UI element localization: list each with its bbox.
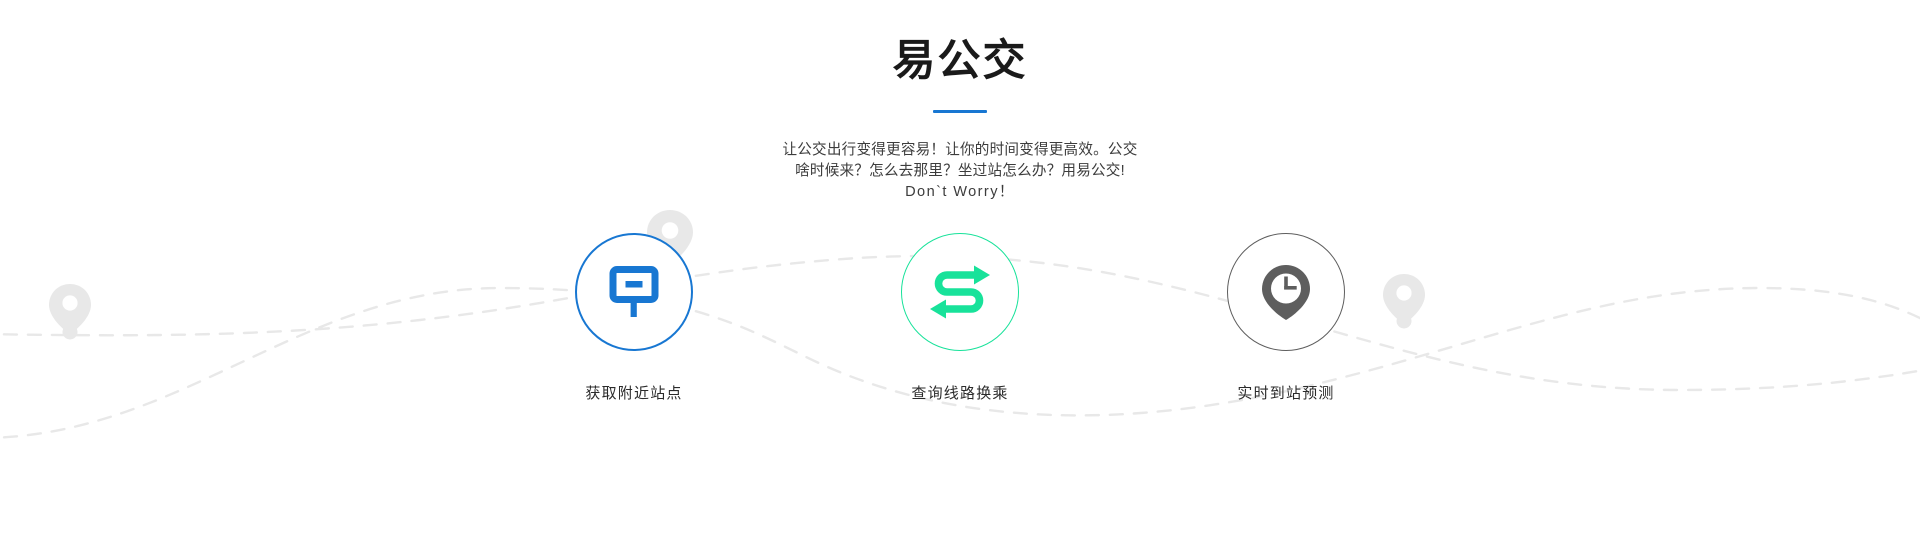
title-divider-wrap xyxy=(0,100,1920,118)
feature-list: 获取附近站点 查询线路换乘 xyxy=(0,233,1920,404)
hero-description-line-1: 让公交出行变得更容易！让你的时间变得更高效。公交 xyxy=(782,142,1138,159)
page-title: 易公交 xyxy=(892,37,1028,85)
feature-icon-ring xyxy=(575,233,693,352)
bus-stop-sign-icon xyxy=(609,266,659,318)
title-divider xyxy=(933,110,987,114)
hero-description: 让公交出行变得更容易！让你的时间变得更高效。公交 啥时候来？怎么去那里？坐过站怎… xyxy=(750,140,1170,203)
map-pin-clock-icon xyxy=(1262,265,1310,321)
feature-item-nearby-stops[interactable]: 获取附近站点 xyxy=(544,233,724,404)
feature-icon-ring xyxy=(901,233,1019,352)
hero-description-line-3: Don`t Worry！ xyxy=(905,184,1015,201)
feature-label: 实时到站预测 xyxy=(1237,385,1335,403)
feature-item-arrival-prediction[interactable]: 实时到站预测 xyxy=(1196,233,1376,404)
hero-description-line-2: 啥时候来？怎么去那里？坐过站怎么办？用易公交! xyxy=(795,163,1125,180)
transfer-arrows-icon xyxy=(930,265,990,319)
hero-content: 易公交 让公交出行变得更容易！让你的时间变得更高效。公交 啥时候来？怎么去那里？… xyxy=(0,38,1920,404)
feature-item-route-transfer[interactable]: 查询线路换乘 xyxy=(870,233,1050,404)
feature-label: 获取附近站点 xyxy=(585,385,683,403)
feature-icon-ring xyxy=(1227,233,1345,352)
landing-page: 易公交 让公交出行变得更容易！让你的时间变得更高效。公交 啥时候来？怎么去那里？… xyxy=(0,38,1920,557)
feature-label: 查询线路换乘 xyxy=(911,385,1009,403)
